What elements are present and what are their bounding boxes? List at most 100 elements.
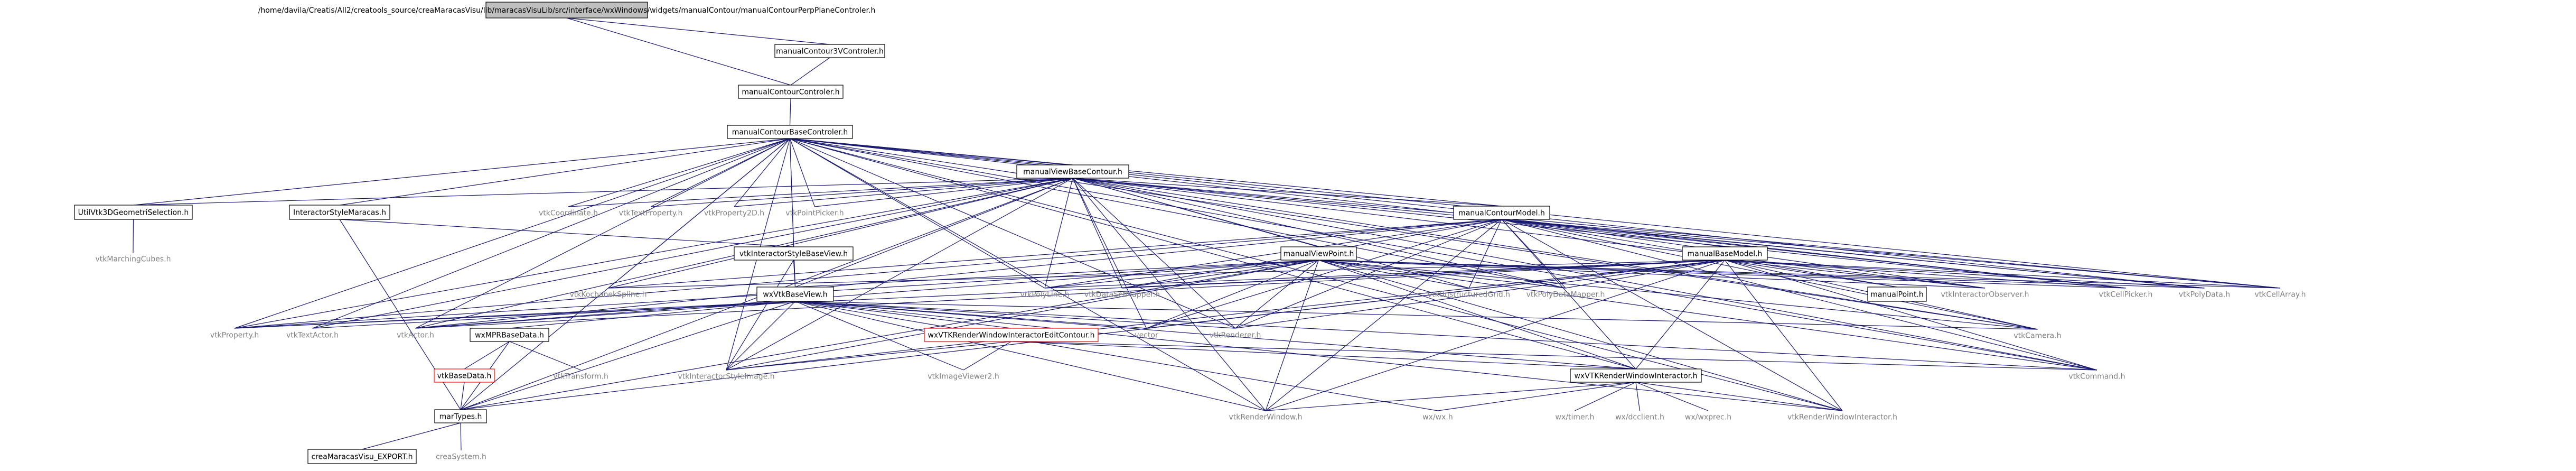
header-file-util-vtk-3d-geometri-selection[interactable]: UtilVtk3DGeometriSelection.h xyxy=(74,205,193,220)
header-file-vtk-text-actor-label: vtkTextActor.h xyxy=(286,331,339,340)
header-file-vtk-interactor-style-image-label: vtkInteractorStyleImage.h xyxy=(678,373,774,381)
header-file-manual-contour-controler[interactable]: manualContourControler.h xyxy=(738,85,844,99)
header-file-util-vtk-3d-geometri-selection-box xyxy=(74,205,193,220)
header-file-manual-base-model-box xyxy=(1682,246,1768,261)
header-file-vtk-actor-label: vtkActor.h xyxy=(397,331,434,340)
header-file-vtk-kochanek-spline-label: vtkKochanekSpline.h xyxy=(569,291,647,299)
header-file-manual-point[interactable]: manualPoint.h xyxy=(1867,287,1927,302)
header-file-vtk-property-2d: vtkProperty2D.h xyxy=(704,209,764,218)
header-file-wx-mpr-base-data[interactable]: wxMPRBaseData.h xyxy=(470,328,549,342)
dependency-edge-wxVtkBaseView-to-vtkRenderWindowInteractor xyxy=(795,301,1843,411)
header-file-manual-contour-base-controler[interactable]: manualContourBaseControler.h xyxy=(727,125,853,139)
header-file-manual-contour-model-label: manualContourModel.h xyxy=(1458,209,1545,218)
header-file-wx-vtk-render-window-interactor-edit-contour[interactable]: wxVTKRenderWindowInteractorEditContour.h xyxy=(924,328,1099,342)
header-file-util-vtk-3d-geometri-selection-label: UtilVtk3DGeometriSelection.h xyxy=(78,209,189,217)
header-file-vtk-interactor-style-base-view[interactable]: vtkInteractorStyleBaseView.h xyxy=(734,246,854,261)
dependency-edge-manualContourModel-to-vtkProperty xyxy=(234,219,1502,329)
header-file-vtk-interactor-style-base-view-label: vtkInteractorStyleBaseView.h xyxy=(739,250,848,258)
dependency-edge-wxVTKRenderWindowInteractor-to-vtkRenderWindow xyxy=(1265,382,1636,411)
dependency-edge-wxVtkBaseView-to-vtkCommand xyxy=(795,301,2097,371)
dependency-edge-manualBaseModel-to-vtkInteractorStyleImage xyxy=(726,260,1725,371)
header-file-wx-vtk-render-window-interactor-edit-contour-label: wxVTKRenderWindowInteractorEditContour.h xyxy=(928,331,1094,340)
header-file-crea-system: creaSystem.h xyxy=(436,453,486,461)
header-file-manual-contour-controler-box xyxy=(738,85,844,99)
header-file-vtk-data-set-mapper-label: vtkDataSetMapper.h xyxy=(1084,291,1160,299)
dependency-edge-root-to-manualContour3VControler xyxy=(566,17,830,45)
header-file-vtk-image-viewer-2-label: vtkImageViewer2.h xyxy=(928,373,999,381)
dependency-edge-wxVtkBaseView-to-wxVTKRenderWindowInteractorEditContour xyxy=(795,301,1011,329)
dependency-edge-manualViewPoint-to-marTypes xyxy=(460,260,1319,410)
header-file-vtk-image-viewer-2: vtkImageViewer2.h xyxy=(928,373,999,381)
dependency-edge-manualContourBaseControler-to-vtkProperty xyxy=(234,138,790,329)
header-file-wx-vtk-base-view[interactable]: wxVtkBaseView.h xyxy=(756,287,834,302)
header-file-vtk-poly-line-label: vtkPolyLine.h xyxy=(1020,291,1069,299)
dependency-edge-manualContourBaseControler-to-manualContourModel xyxy=(790,138,1502,207)
dependency-edge-manualBaseModel-to-vtkRenderer xyxy=(1235,260,1725,329)
header-file-manual-base-model[interactable]: manualBaseModel.h xyxy=(1682,246,1768,261)
dependency-edge-manualViewBaseContour-to-vtkCoordinate xyxy=(568,178,1073,207)
dependency-edge-manualContourModel-to-wxVTKRenderWindowInteractor xyxy=(1501,219,1636,370)
header-file-manual-view-base-contour[interactable]: manualViewBaseContour.h xyxy=(1016,164,1129,179)
dependency-edge-manualBaseModel-to-wxVTKRenderWindowInteractor xyxy=(1635,260,1725,370)
dependency-edge-manualContourBaseControler-to-vtkCoordinate xyxy=(568,138,790,207)
dependency-edge-manualContourBaseControler-to-vtkPolyDataMapper xyxy=(790,138,1566,289)
dependency-edge-manualContourBaseControler-to-vtkPolyLine xyxy=(790,138,1045,289)
dependency-edge-manualContourModel-to-vtkKochanekSpline xyxy=(608,219,1502,289)
header-file-crea-maracas-visu-export-box xyxy=(307,449,417,464)
header-file-vtk-cell-array: vtkCellArray.h xyxy=(2254,291,2306,299)
dependency-edge-manualViewPoint-to-vtkRenderer xyxy=(1235,260,1319,329)
dependency-edge-manualViewPoint-to-vtkActor xyxy=(415,260,1319,329)
header-file-vtk-cell-array-label: vtkCellArray.h xyxy=(2254,291,2306,299)
header-file-manual-view-point[interactable]: manualViewPoint.h xyxy=(1280,246,1357,261)
header-file-vtk-poly-line: vtkPolyLine.h xyxy=(1020,291,1069,299)
header-file-vtk-poly-data-mapper-label: vtkPolyDataMapper.h xyxy=(1526,291,1605,299)
header-file-manual-point-box xyxy=(1867,287,1927,302)
dependency-edge-manualBaseModel-to-vtkProperty xyxy=(234,260,1725,329)
header-file-root[interactable]: /home/davila/Creatis/All2/creatools_sour… xyxy=(258,2,876,19)
dependency-edge-InteractorStyleMaracas-to-vtkInteractorStyleBaseView xyxy=(339,219,794,247)
header-file-crea-maracas-visu-export[interactable]: creaMaracasVisu_EXPORT.h xyxy=(307,449,417,464)
dependency-edge-wxMPRBaseData-to-vtkTransform xyxy=(509,341,581,371)
header-file-vtk-base-data-label: vtkBaseData.h xyxy=(437,372,492,381)
header-file-manual-view-base-contour-label: manualViewBaseContour.h xyxy=(1023,168,1122,177)
dependency-edge-manualContourModel-to-vtkActor xyxy=(415,219,1502,329)
dependency-edge-wxVTKRenderWindowInteractor-to-vtkRenderWindowInteractor xyxy=(1635,382,1843,411)
header-file-vtk-point-picker-label: vtkPointPicker.h xyxy=(785,209,844,218)
dependency-edge-manualBaseModel-to-vtkPolyLine xyxy=(1044,260,1725,289)
dependency-edge-manualContourModel-to-vtkCellPicker xyxy=(1501,219,2126,289)
dependency-edge-wxVtkBaseView-to-marTypes xyxy=(460,301,795,410)
dependency-edge-wxVtkBaseView-to-vtkInteractorStyleImage xyxy=(726,301,795,371)
header-file-wx-wx: wx/wx.h xyxy=(1422,413,1453,422)
dependency-edge-manualBaseModel-to-vtkKochanekSpline xyxy=(608,260,1725,289)
dependency-edge-manualContourBaseControler-to-marTypes xyxy=(460,138,790,410)
header-file-vtk-render-window-interactor: vtkRenderWindowInteractor.h xyxy=(1787,413,1897,422)
header-file-mar-types-label: marTypes.h xyxy=(439,413,482,421)
header-file-wx-vtk-base-view-label: wxVtkBaseView.h xyxy=(763,291,827,299)
header-file-interactor-style-maracas-label: InteractorStyleMaracas.h xyxy=(293,209,386,217)
header-file-mar-types[interactable]: marTypes.h xyxy=(434,409,487,423)
header-file-vtk-poly-data-label: vtkPolyData.h xyxy=(2179,291,2230,299)
header-file-interactor-style-maracas[interactable]: InteractorStyleMaracas.h xyxy=(289,205,390,220)
dependency-edge-manualViewBaseContour-to-vtkRenderer xyxy=(1072,178,1235,329)
header-file-vtk-kochanek-spline: vtkKochanekSpline.h xyxy=(569,291,647,299)
dependency-edge-manualViewBaseContour-to-vtkCommand xyxy=(1072,178,2097,371)
dependency-edge-manualBaseModel-to-vtkCellPicker xyxy=(1725,260,2126,289)
header-file-manual-contour-model[interactable]: manualContourModel.h xyxy=(1453,206,1550,220)
header-file-manual-contour-3v-controler[interactable]: manualContour3VControler.h xyxy=(774,44,885,58)
dependency-edge-wxVTKRenderWindowInteractor-to-wxWx xyxy=(1437,382,1636,411)
header-file-vtk-text-actor: vtkTextActor.h xyxy=(286,331,339,340)
header-file-vtk-renderer: vtkRenderer.h xyxy=(1210,331,1261,340)
dependency-edge-manualViewBaseContour-to-vtkInteractorStyleImage xyxy=(726,178,1073,371)
header-file-vtk-poly-data-mapper: vtkPolyDataMapper.h xyxy=(1526,291,1605,299)
dependency-edge-UtilVtk3DGeometriSelection-to-vtkMarchingCubes xyxy=(133,219,134,253)
header-file-vtk-transform: vtkTransform.h xyxy=(553,373,608,381)
dependency-edge-manualBaseModel-to-vtkPolyData xyxy=(1725,260,2205,289)
header-file-manual-contour-base-controler-box xyxy=(727,125,853,139)
dependency-edge-wxVTKRenderWindowInteractorEditContour-to-wxVTKRenderWindowInteractor xyxy=(1011,341,1636,370)
dependency-edge-manualViewBaseContour-to-vtkCellArray xyxy=(1072,178,2281,289)
header-file-vtk-base-data[interactable]: vtkBaseData.h xyxy=(434,368,495,383)
header-file-wx-vtk-render-window-interactor[interactable]: wxVTKRenderWindowInteractor.h xyxy=(1570,368,1702,383)
header-file-vtk-unstructured-grid: vtkUnstructuredGrid.h xyxy=(1428,291,1510,299)
dependency-edge-manualContourBaseControler-to-vtkCamera xyxy=(790,138,2038,330)
dependency-edge-manualContourBaseControler-to-vtkPointPicker xyxy=(789,138,816,207)
